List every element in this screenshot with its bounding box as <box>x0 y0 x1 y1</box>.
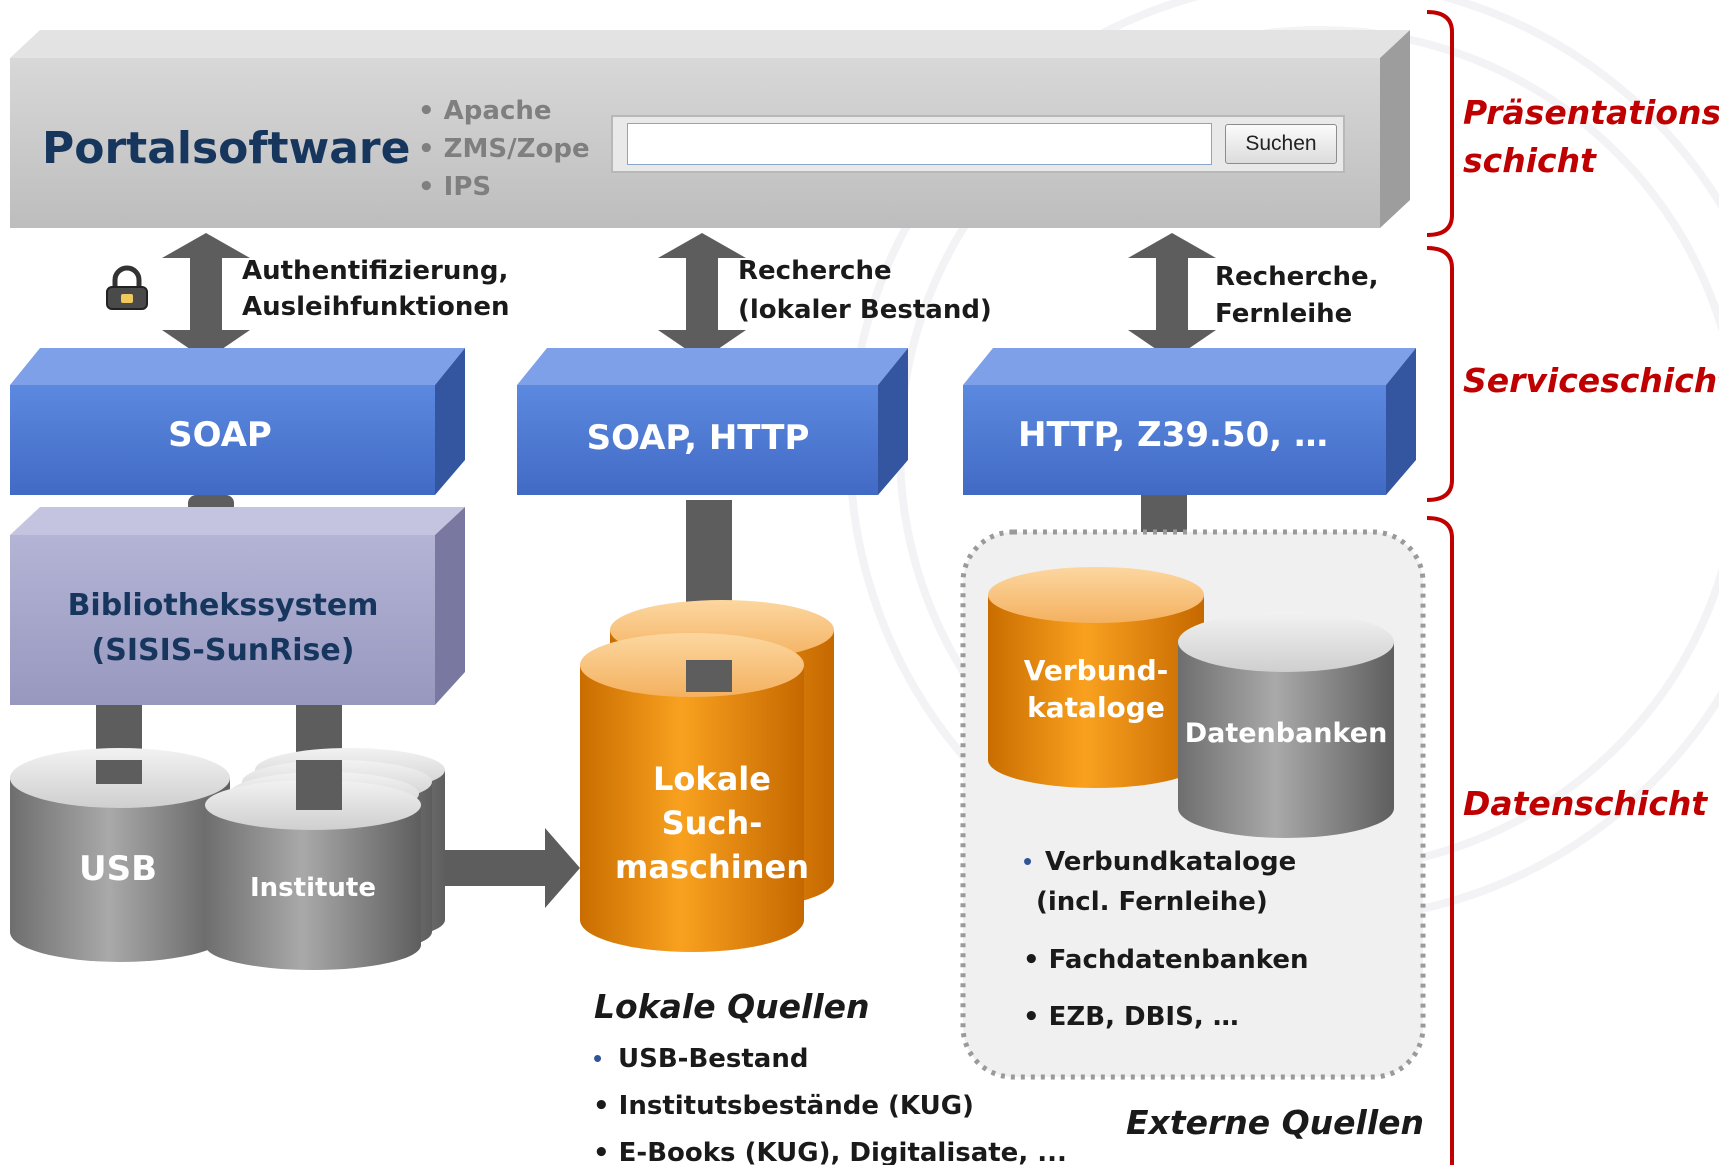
portal-component: • ZMS/Zope <box>418 134 590 164</box>
arrow-left <box>162 233 250 360</box>
portal-component: • Apache <box>418 96 552 126</box>
service-label: SOAP, HTTP <box>587 418 810 458</box>
external-source-item: • EZB, DBIS, … <box>1023 1002 1239 1032</box>
local-sources-title: Lokale Quellen <box>594 987 870 1026</box>
service-box-soap <box>10 348 465 495</box>
service-box-http-z3950 <box>963 348 1416 495</box>
local-search-label: maschinen <box>615 848 809 886</box>
databases-cylinder <box>1178 612 1394 838</box>
institute-label: Institute <box>250 873 376 903</box>
local-search-label: Lokale <box>653 760 771 798</box>
external-source-item: (incl. Fernleihe) <box>1036 887 1268 917</box>
arrow-to-local-search <box>445 828 580 908</box>
connector <box>1141 495 1187 535</box>
bullet-icon: • <box>1023 846 1032 876</box>
external-source-item: • Fachdatenbanken <box>1023 945 1309 975</box>
layer-brackets <box>1426 10 1454 1165</box>
library-system-label: (SISIS-SunRise) <box>92 633 355 668</box>
arrow-label: Authentifizierung, <box>242 256 508 286</box>
layer-label-presentation: Präsentations- <box>1463 93 1719 132</box>
service-box-soap-http <box>517 348 908 495</box>
local-source-item: • Institutsbestände (KUG) <box>593 1091 974 1121</box>
local-source-item: USB-Bestand <box>618 1044 808 1074</box>
external-source-item: Verbundkataloge <box>1045 847 1296 877</box>
search-input[interactable] <box>627 123 1212 165</box>
local-search-label: Such- <box>662 804 763 842</box>
union-catalogs-label: Verbund- <box>1024 654 1169 687</box>
arrow-label: Recherche, <box>1215 262 1378 292</box>
union-catalogs-label: kataloge <box>1027 691 1165 724</box>
connector <box>96 760 142 784</box>
library-system-box <box>10 507 465 705</box>
connector <box>296 760 342 810</box>
arrow-label: Fernleihe <box>1215 299 1352 329</box>
service-label: SOAP <box>168 415 272 455</box>
arrow-label: Recherche <box>738 256 892 286</box>
portal-component: • IPS <box>418 172 491 202</box>
arrow-right <box>1128 233 1216 360</box>
layer-label-presentation: schicht <box>1463 141 1597 180</box>
lock-icon <box>106 265 148 310</box>
search-button[interactable]: Suchen <box>1225 124 1337 164</box>
usb-label: USB <box>79 849 157 889</box>
connector <box>686 660 732 692</box>
arrow-label: (lokaler Bestand) <box>738 295 992 325</box>
local-source-item: • E-Books (KUG), Digitalisate, ... <box>593 1138 1067 1165</box>
portal-title: Portalsoftware <box>42 123 410 174</box>
layer-label-data: Datenschicht <box>1463 784 1708 823</box>
service-label: HTTP, Z39.50, … <box>1018 415 1328 455</box>
bullet-icon: • <box>593 1043 602 1073</box>
arrow-middle <box>658 233 746 360</box>
arrow-label: Ausleihfunktionen <box>242 292 510 322</box>
union-catalogs-cylinder <box>988 567 1204 788</box>
local-search-cylinder <box>580 600 834 952</box>
external-sources-title: Externe Quellen <box>1126 1103 1424 1142</box>
library-system-label: Bibliothekssystem <box>68 588 379 623</box>
databases-label: Datenbanken <box>1185 718 1388 749</box>
layer-label-service: Serviceschicht <box>1463 361 1719 400</box>
